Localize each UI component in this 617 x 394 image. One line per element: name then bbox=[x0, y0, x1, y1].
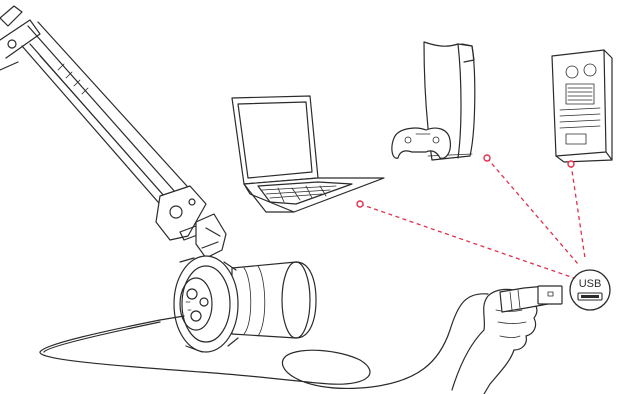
console-connection-line bbox=[486, 157, 579, 265]
usb-cable-icon bbox=[39, 293, 489, 390]
laptop-connection-point bbox=[356, 200, 364, 208]
console-connection-point bbox=[483, 154, 491, 162]
desktop-pc-icon bbox=[551, 49, 613, 163]
game-console-icon bbox=[391, 41, 476, 161]
microphone-icon bbox=[159, 255, 317, 353]
laptop-connection-line bbox=[359, 203, 575, 279]
pc-connection-line bbox=[570, 163, 586, 259]
usb-port-label: USB bbox=[579, 278, 602, 290]
usb-port-badge bbox=[569, 269, 611, 311]
usb-port-callout: USB bbox=[569, 269, 611, 311]
boom-arm-icon bbox=[0, 5, 227, 269]
connection-lines bbox=[356, 154, 586, 279]
pc-connection-point bbox=[567, 160, 575, 168]
laptop-icon bbox=[231, 95, 385, 213]
usb-plug-icon bbox=[499, 285, 563, 313]
